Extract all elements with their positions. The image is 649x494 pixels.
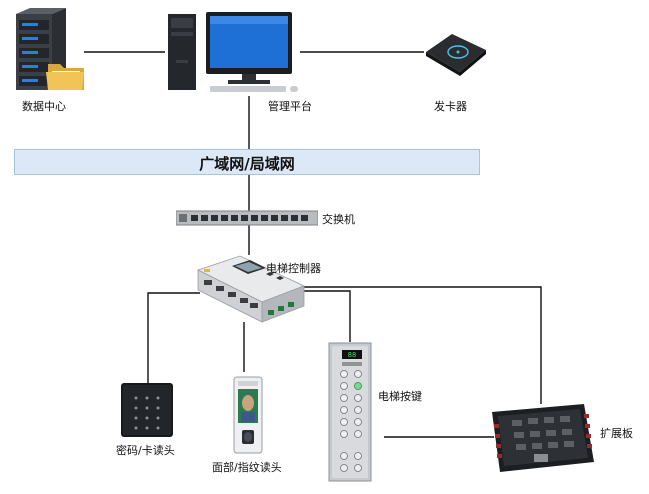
expansion-board-label: 扩展板	[600, 427, 633, 440]
line-controller-to-buttons	[298, 290, 351, 342]
card-issuer-node	[422, 28, 490, 78]
data-center-node	[12, 6, 88, 94]
card-issuer-icon	[426, 34, 486, 76]
line-controller-to-keypad	[147, 292, 200, 385]
management-label: 管理平台	[268, 100, 312, 113]
elevator-buttons-node: 88	[328, 342, 372, 482]
desktop-computer-icon	[168, 12, 298, 92]
elevator-button-panel-icon: 88	[328, 342, 372, 482]
network-bar: 广域网/局域网	[14, 149, 480, 175]
card-issuer-label: 发卡器	[434, 100, 467, 113]
elevator-controller-label: 电梯控制器	[266, 262, 321, 275]
management-node	[166, 10, 302, 96]
svg-text:88: 88	[348, 351, 356, 359]
folder-icon	[46, 64, 84, 90]
data-center-label: 数据中心	[22, 100, 66, 113]
keypad-reader-icon	[121, 383, 173, 437]
expansion-board-icon	[492, 404, 594, 472]
network-switch-icon	[175, 210, 319, 226]
face-fingerprint-reader-icon	[233, 376, 263, 454]
keypad-reader-node	[119, 382, 177, 438]
switch-label: 交换机	[322, 213, 355, 226]
face-reader-node	[233, 376, 263, 454]
network-label: 广域网/局域网	[199, 155, 295, 173]
elevator-buttons-label: 电梯按键	[378, 390, 422, 403]
elevator-controller-node	[196, 252, 306, 324]
password-reader-label: 密码/卡读头	[116, 444, 175, 457]
elevator-controller-icon	[196, 255, 306, 323]
switch-node	[175, 210, 319, 226]
line-controller-to-expansion	[300, 286, 542, 404]
face-reader-label: 面部/指纹读头	[212, 461, 282, 474]
server-icon	[16, 8, 84, 90]
expansion-board-node	[490, 402, 596, 474]
